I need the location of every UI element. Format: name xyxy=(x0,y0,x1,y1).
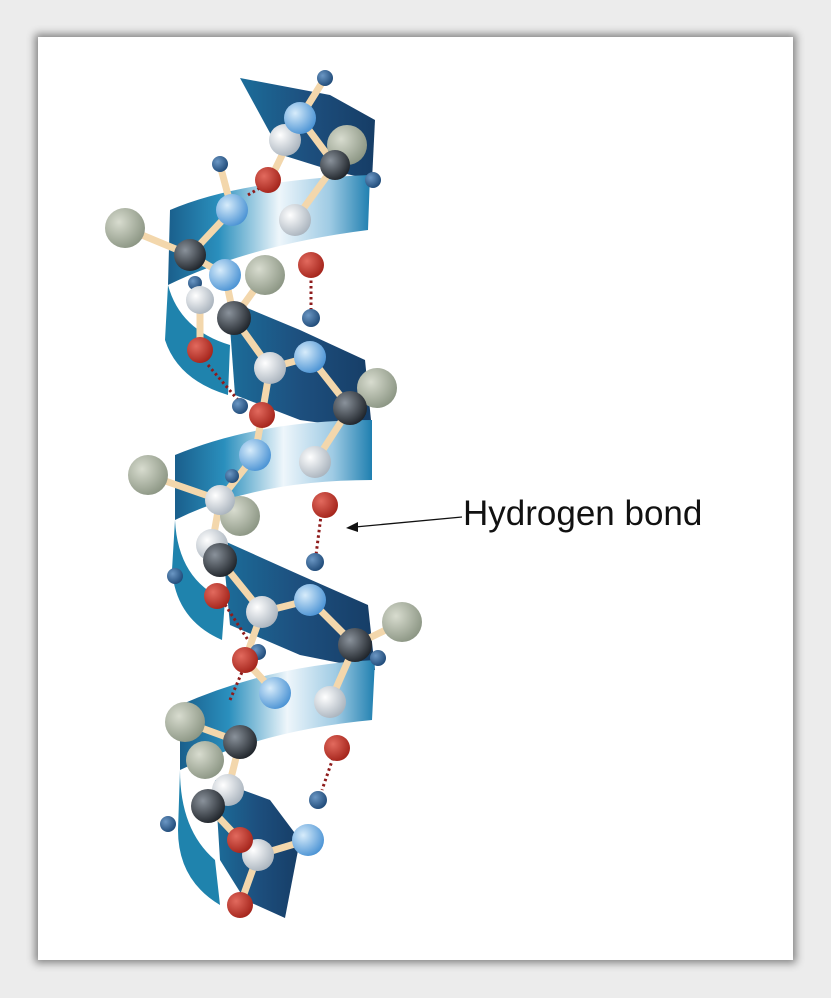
hydrogen-bonds xyxy=(206,181,335,791)
figure-panel xyxy=(38,37,793,960)
atoms xyxy=(105,70,422,918)
hydrogen-bond-arrow xyxy=(346,516,463,532)
hydrogen-bond-label: Hydrogen bond xyxy=(463,494,703,533)
